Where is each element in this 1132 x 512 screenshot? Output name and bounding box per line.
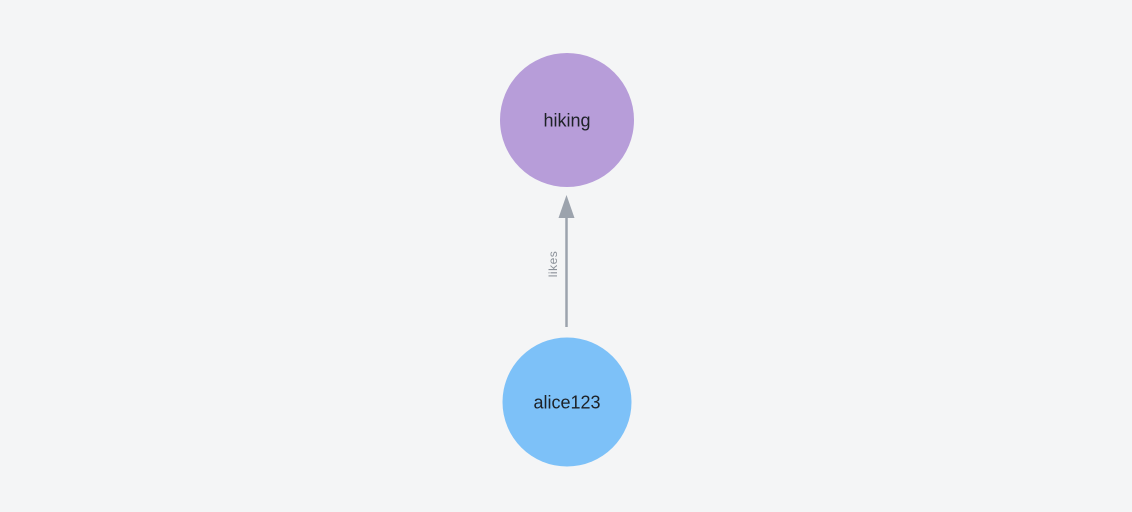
edge-arrowhead-icon xyxy=(558,195,575,218)
node-hiking-circle[interactable] xyxy=(500,53,634,187)
node-hiking[interactable]: hiking xyxy=(500,53,634,187)
edge-likes[interactable]: likes xyxy=(546,195,575,327)
edge-label: likes xyxy=(546,251,560,278)
node-alice123-circle[interactable] xyxy=(502,337,632,467)
node-alice123[interactable]: alice123 xyxy=(502,337,632,467)
